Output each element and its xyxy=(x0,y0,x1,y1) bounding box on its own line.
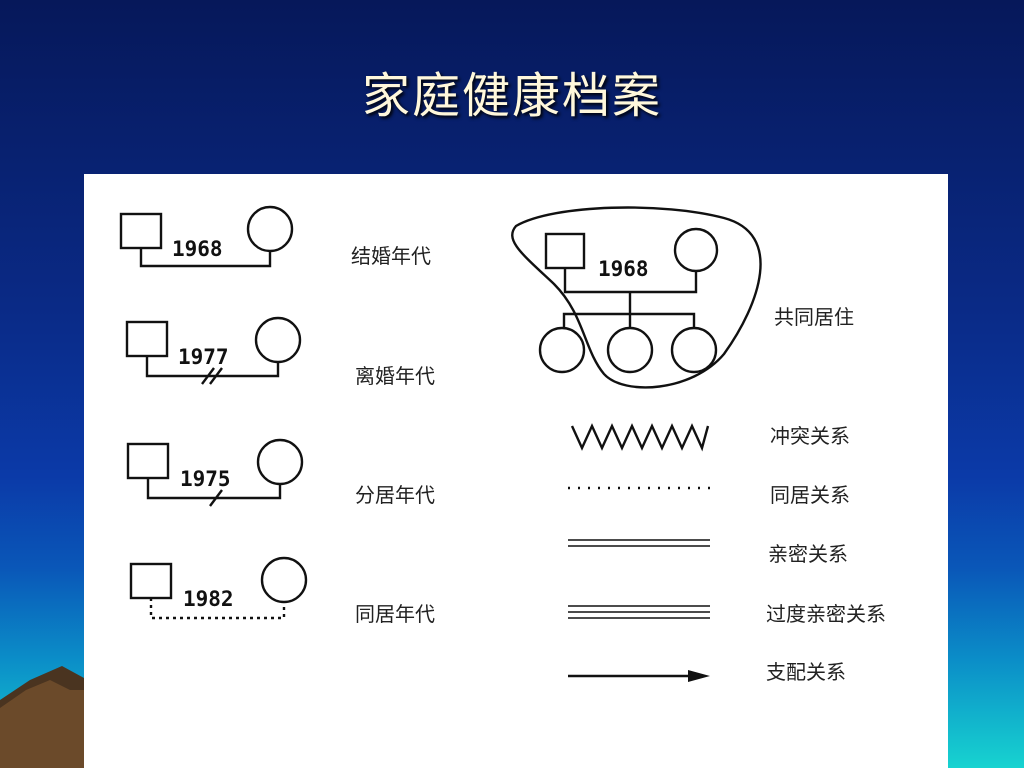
female-circle xyxy=(254,316,302,364)
slide-title: 家庭健康档案 xyxy=(361,68,662,124)
cohabitation-line xyxy=(149,598,286,620)
male-square xyxy=(129,562,173,600)
father-square xyxy=(544,232,586,270)
dominance-arrow xyxy=(568,670,710,682)
dominance-label: 支配关系 xyxy=(766,660,846,684)
cohabitation-symbol: 1982 xyxy=(129,556,308,620)
separation-year: 1975 xyxy=(180,467,231,491)
separation-symbol: 1975 xyxy=(126,438,304,507)
conflict-label: 冲突关系 xyxy=(770,424,850,448)
male-square xyxy=(119,212,163,250)
divorce-label: 离婚年代 xyxy=(355,364,435,388)
marriage-line xyxy=(145,356,280,378)
overclose-relation-label: 过度亲密关系 xyxy=(766,602,886,626)
divorce-year: 1977 xyxy=(178,345,229,369)
male-square xyxy=(125,320,169,358)
female-circle xyxy=(246,205,294,253)
child-circle xyxy=(606,326,654,374)
close-double-line xyxy=(568,539,710,547)
cohabitation-year: 1982 xyxy=(183,587,234,611)
marriage-label: 结婚年代 xyxy=(351,244,431,268)
conflict-zigzag-line xyxy=(570,423,710,452)
close-relation-label: 亲密关系 xyxy=(768,542,848,566)
separation-label: 分居年代 xyxy=(355,483,435,507)
female-circle xyxy=(260,556,308,604)
separation-slash xyxy=(209,489,223,507)
marriage-year: 1968 xyxy=(172,237,223,261)
child-circle xyxy=(670,326,718,374)
male-square xyxy=(126,442,170,480)
cohabitation-label: 同居年代 xyxy=(355,602,435,626)
mountain-decoration xyxy=(0,666,84,768)
household-year: 1968 xyxy=(598,257,649,281)
family-genogram-panel: 1968 1977 1975 1982 xyxy=(84,174,948,768)
female-circle xyxy=(256,438,304,486)
household-label: 共同居住 xyxy=(774,305,854,329)
overclose-triple-line xyxy=(568,605,710,619)
genogram-symbols: 1968 1977 1975 1982 xyxy=(119,205,762,682)
mother-circle xyxy=(673,227,719,273)
divorce-slash xyxy=(209,367,223,385)
divorce-slash xyxy=(201,367,215,385)
child-circle xyxy=(538,326,586,374)
household-symbol: 1968 xyxy=(511,206,762,389)
marriage-symbol: 1968 xyxy=(119,205,294,268)
marriage-line xyxy=(146,478,282,500)
divorce-symbol: 1977 xyxy=(125,316,302,385)
cohabit-relation-label: 同居关系 xyxy=(770,483,850,507)
marriage-line xyxy=(139,248,272,268)
